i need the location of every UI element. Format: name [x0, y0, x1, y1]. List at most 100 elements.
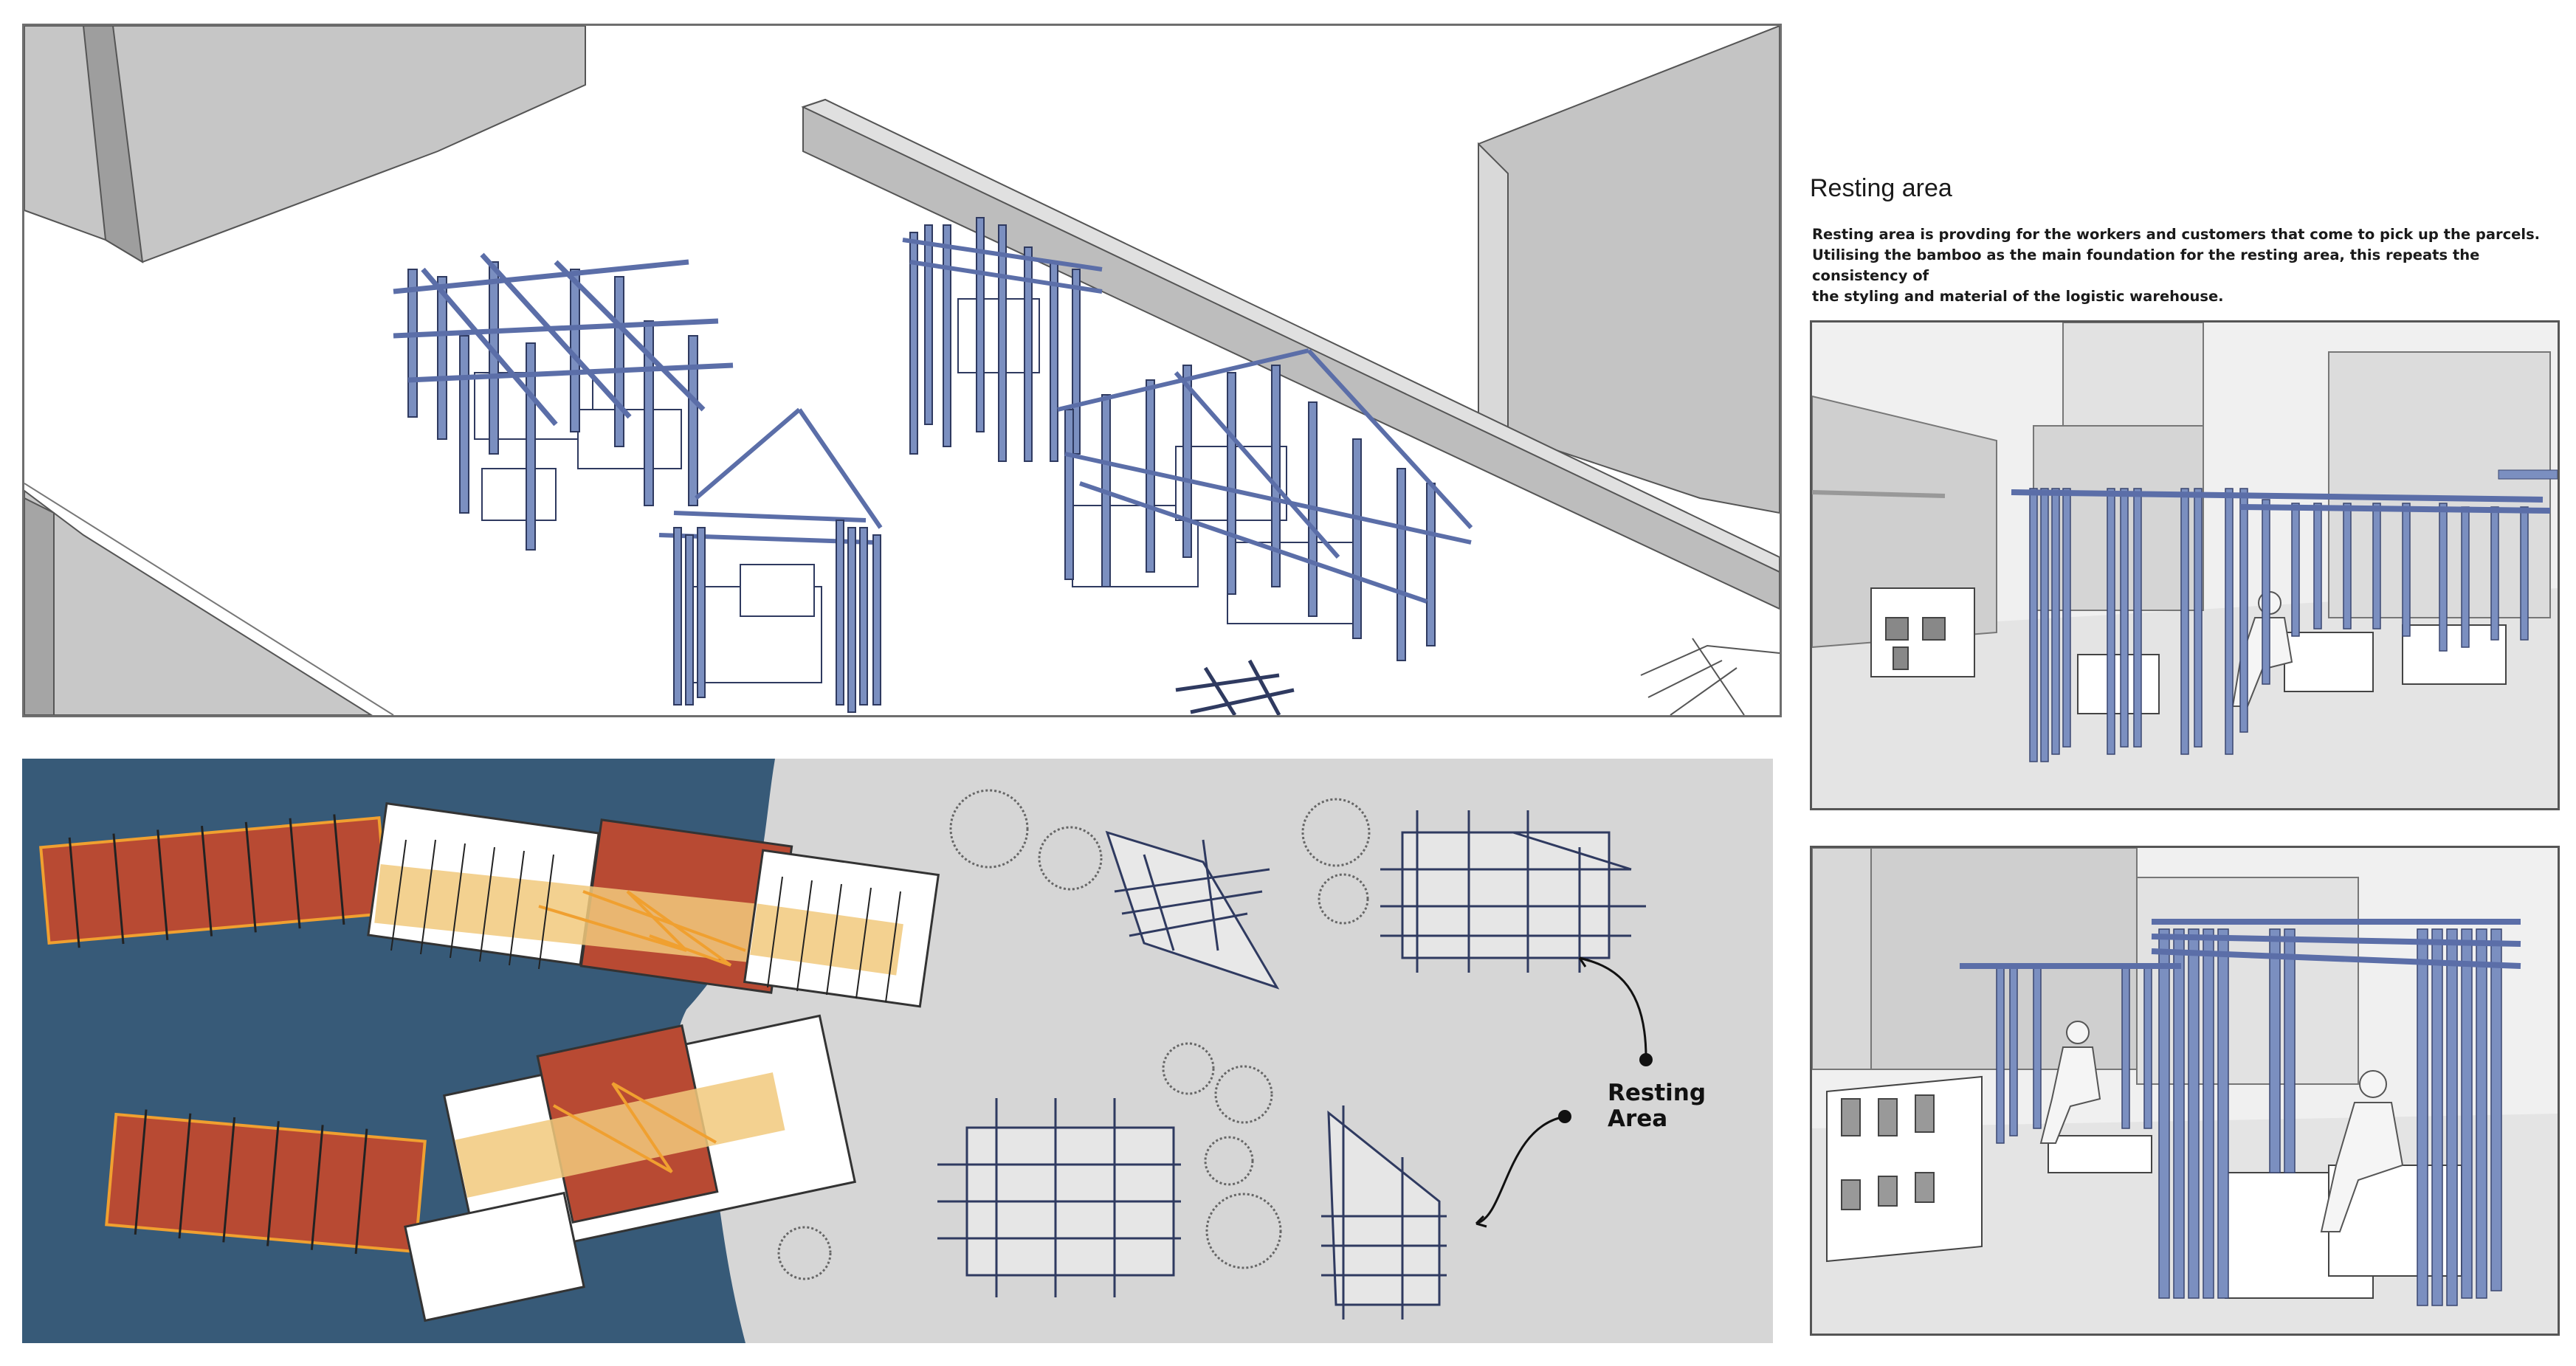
- block-window: [1841, 1179, 1861, 1210]
- bamboo-post: [2051, 488, 2060, 755]
- column-grid: [68, 814, 345, 948]
- hall-yellow-right: [750, 903, 903, 976]
- tree-canopy: [1162, 1042, 1215, 1095]
- bamboo-post: [1426, 483, 1436, 646]
- orange-bracing: [538, 890, 746, 967]
- bamboo-post: [872, 534, 881, 706]
- ledge: [1812, 490, 1946, 498]
- bamboo-posts: [1996, 928, 2502, 1306]
- bamboo-post: [909, 232, 918, 455]
- pavilion-1-beams: [393, 252, 734, 427]
- bamboo-beam: [902, 238, 1103, 272]
- bench: [740, 564, 815, 617]
- perspective-drawing-2: [1812, 848, 2558, 1334]
- bamboo-beam: [2239, 504, 2551, 514]
- perspective-view-1: [1810, 320, 2560, 810]
- building: [2136, 877, 2359, 1085]
- bamboo-beams: [1960, 919, 2521, 969]
- tree-canopy: [1214, 1065, 1273, 1124]
- tree-canopy: [777, 1226, 832, 1280]
- bamboo-post: [847, 527, 856, 713]
- bamboo-post: [2461, 506, 2470, 648]
- bamboo-post: [2269, 928, 2281, 1173]
- block-window: [1915, 1094, 1935, 1133]
- aerial-perspective-drawing: [24, 26, 1780, 715]
- bamboo-post: [2439, 503, 2448, 652]
- bamboo-post: [2417, 928, 2428, 1306]
- block-window: [1841, 1098, 1861, 1136]
- resting-area-label: Resting Area: [1608, 1080, 1706, 1132]
- building-right-face: [1478, 142, 1509, 448]
- building: [1812, 395, 1997, 649]
- bamboo-post: [459, 335, 469, 514]
- bamboo-beam: [673, 511, 867, 522]
- long-wall-top: [801, 98, 1780, 573]
- bench: [481, 468, 557, 521]
- pavilion-3-posts: [909, 217, 1081, 462]
- bamboo-beam: [1174, 371, 1340, 559]
- tree-canopy: [1038, 826, 1103, 891]
- bamboo-post: [1072, 269, 1081, 455]
- bamboo-post: [2225, 488, 2234, 755]
- building: [2033, 425, 2204, 611]
- bamboo-post: [2009, 965, 2018, 1136]
- bamboo-post: [614, 276, 624, 447]
- bamboo-post: [2033, 965, 2042, 1129]
- bamboo-beam: [2498, 469, 2558, 480]
- bamboo-post: [2291, 503, 2300, 637]
- bamboo-post: [673, 527, 682, 706]
- block-window: [1878, 1098, 1898, 1136]
- bamboo-post: [2107, 488, 2115, 755]
- arrowhead: [1578, 956, 1591, 967]
- block-window: [1893, 646, 1909, 670]
- bamboo-post: [688, 335, 698, 506]
- block-window: [1878, 1176, 1898, 1207]
- bamboo-post: [2446, 928, 2458, 1306]
- bench: [577, 409, 682, 469]
- warehouse-lower: [105, 1014, 857, 1322]
- label-line: Resting: [1608, 1080, 1707, 1106]
- bamboo-post: [2180, 488, 2189, 755]
- bamboo-post: [2239, 488, 2248, 733]
- person-head: [2066, 1021, 2090, 1044]
- bamboo-beam: [480, 252, 632, 419]
- bamboo-post: [2188, 928, 2200, 1299]
- bamboo-post: [437, 276, 447, 440]
- column-grid: [134, 1109, 368, 1255]
- storage-block: [1826, 1075, 1983, 1263]
- person-body: [2039, 1046, 2101, 1144]
- bamboo-post: [924, 224, 933, 425]
- bamboo-post: [2284, 928, 2296, 1173]
- bamboo-post: [2313, 503, 2322, 629]
- bamboo-beam: [1203, 666, 1237, 715]
- pavilion-plan-4: [1321, 1105, 1447, 1320]
- bamboo-beam: [1306, 348, 1473, 530]
- bamboo-post: [998, 224, 1007, 462]
- pavilion-1: [393, 252, 734, 551]
- pointer-curve-up: [1579, 956, 1647, 1058]
- partial-structure-corner: [1640, 638, 1780, 715]
- bamboo-beam: [407, 362, 734, 383]
- building-top-left-side: [82, 26, 144, 263]
- perspective-view-2: [1810, 846, 2560, 1336]
- bamboo-post: [1064, 409, 1074, 580]
- pavilion-3-beams: [902, 238, 1103, 294]
- bamboo-beam: [2151, 948, 2521, 969]
- bamboo-beam: [393, 318, 719, 339]
- bamboo-post: [2121, 965, 2130, 1129]
- bamboo-post: [1050, 261, 1058, 462]
- bamboo-beam: [1079, 481, 1428, 604]
- label-pointers: [1475, 956, 1647, 1228]
- bamboo-posts: [2029, 488, 2529, 762]
- bamboo-post: [2133, 488, 2142, 748]
- bamboo-post: [2120, 488, 2129, 748]
- tree-canopy: [949, 789, 1029, 869]
- arrowhead: [1475, 1215, 1487, 1228]
- bamboo-post: [2520, 506, 2529, 641]
- person-body: [2320, 1102, 2404, 1232]
- bamboo-beam: [554, 260, 706, 412]
- bamboo-beams: [2011, 489, 2551, 514]
- pavilion-plan-2: [1380, 810, 1646, 973]
- pavilion-2: [658, 407, 883, 713]
- orange-bracing: [553, 1082, 717, 1173]
